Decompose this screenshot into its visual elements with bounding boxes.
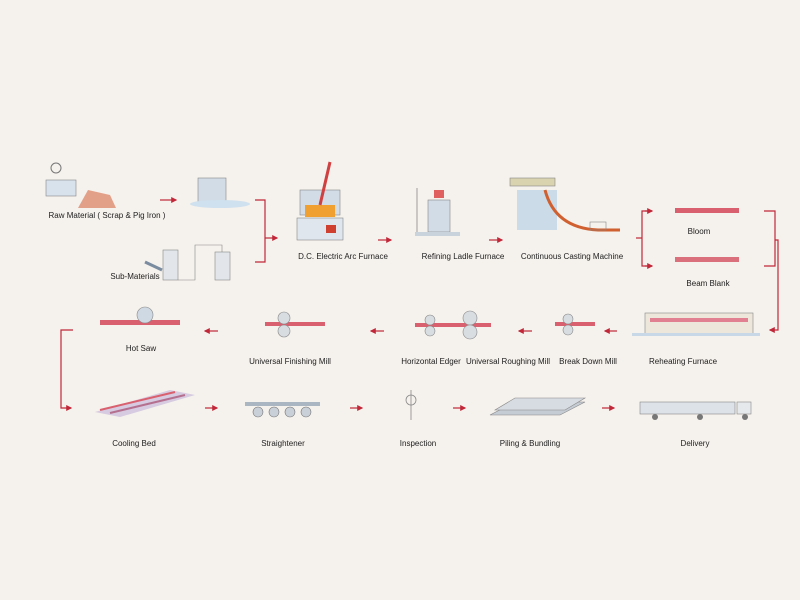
eaf-illustration	[296, 161, 344, 241]
label-ladle-furnace: Refining Ladle Furnace	[421, 252, 505, 261]
split-bracket	[641, 210, 652, 267]
arrow	[60, 329, 73, 411]
merge-bracket	[764, 210, 776, 267]
bloom-illustration	[675, 208, 739, 213]
break-down-mill-illustration	[555, 313, 595, 336]
label-break-down-mill: Break Down Mill	[559, 357, 617, 366]
straightener-illustration	[245, 402, 320, 418]
raw-material-illustration	[45, 162, 116, 208]
label-casting-machine: Continuous Casting Machine	[520, 252, 624, 261]
reheating-furnace-illustration	[632, 312, 760, 336]
hot-saw-illustration	[100, 306, 180, 325]
label-cooling-bed: Cooling Bed	[112, 439, 156, 448]
ladle-furnace-illustration	[415, 188, 460, 236]
inspection-illustration	[405, 390, 417, 420]
delivery-truck-illustration	[639, 401, 752, 420]
label-raw-material: Raw Material ( Scrap & Pig Iron )	[48, 211, 166, 220]
merge-bracket	[255, 199, 266, 263]
piling-illustration	[489, 397, 587, 416]
label-piling-bundling: Piling & Bundling	[499, 439, 561, 448]
label-inspection: Inspection	[399, 439, 437, 448]
label-roughing-mill: Universal Roughing Mill	[465, 357, 551, 366]
cooling-bed-illustration	[95, 390, 195, 417]
beam-blank-illustration	[675, 257, 739, 262]
roughing-edger-illustration	[415, 310, 491, 340]
sub-materials-illustration	[144, 244, 231, 281]
label-delivery: Delivery	[680, 439, 710, 448]
label-beam-blank: Beam Blank	[686, 279, 730, 288]
label-reheating-furnace: Reheating Furnace	[648, 357, 718, 366]
casting-machine-illustration	[509, 177, 620, 232]
label-finishing-mill: Universal Finishing Mill	[249, 357, 331, 366]
label-bloom: Bloom	[687, 227, 711, 236]
finishing-mill-illustration	[265, 311, 325, 338]
charging-bucket-illustration	[190, 177, 250, 208]
label-horizontal-edger: Horizontal Edger	[401, 357, 461, 366]
label-hot-saw: Hot Saw	[125, 344, 157, 353]
label-straightener: Straightener	[261, 439, 305, 448]
arrow	[768, 239, 779, 333]
label-eaf: D.C. Electric Arc Furnace	[298, 252, 388, 261]
label-sub-materials: Sub-Materials	[110, 272, 160, 281]
